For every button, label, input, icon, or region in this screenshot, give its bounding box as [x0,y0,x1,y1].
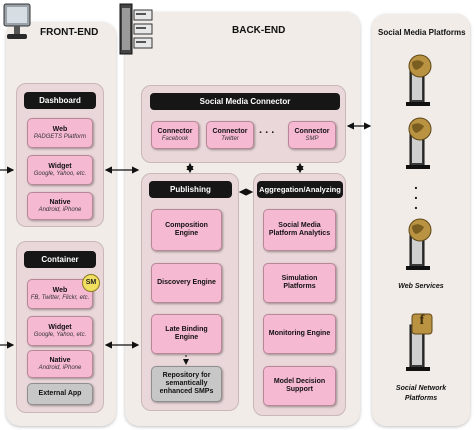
server-icon [119,3,153,55]
social-network-caption-line2: Platforms [404,395,438,402]
container-native-title: Native [49,356,71,364]
repository-line2: semantically [165,380,208,388]
model-decision-line2: Support [286,386,313,393]
web-services-caption: Web Services [398,283,444,290]
late-binding-engine-line2: Engine [174,334,199,341]
globe-server-icon [406,54,432,106]
globe-server-icon [406,117,432,169]
dashboard-web-title: Web [52,125,68,133]
simulation-line1: Simulation [281,275,318,283]
sm-badge-icon [82,274,100,292]
simulation-line2: Platforms [283,283,316,290]
back-end-header: BACK-END [232,25,286,36]
monitoring-engine-box: Monitoring Engine [263,314,336,354]
platforms-dot-3: . [414,196,418,212]
globe-server-icon [406,218,432,270]
connector-smp-box: Connector SMP [288,121,336,149]
analytics-box: Social Media Platform Analytics [263,209,336,251]
container-web-sub: FB, Twitter, Flickr, etc. [30,294,90,301]
container-title: Container [24,251,96,268]
model-decision-box: Model Decision Support [263,366,336,406]
composition-engine-box: Composition Engine [151,209,222,251]
connector-panel-title: Social Media Connector [150,93,340,110]
repository-line3: enhanced SMPs [159,387,214,395]
external-app-box: External App [27,383,93,405]
model-decision-line1: Model Decision [273,378,326,386]
container-native-sub: Android, iPhone [38,364,82,371]
external-app-label: External App [38,390,82,398]
monitoring-engine-line1: Monitoring Engine [268,330,331,338]
connector-smp-sub: SMP [305,135,319,142]
dashboard-native-title: Native [49,198,71,206]
dashboard-widget-box: Widget Google, Yahoo, etc. [27,155,93,185]
late-binding-engine-line1: Late Binding [165,326,208,334]
sm-badge-label: SM [85,279,97,286]
dashboard-widget-sub: Google, Yahoo, etc. [33,170,87,177]
dashboard-widget-title: Widget [48,162,72,170]
platforms-dot-1: . [414,176,418,192]
facebook-logo-letter: f [419,313,425,328]
analytics-line1: Social Media [278,222,321,230]
monitor-icon [3,3,31,39]
social-media-platforms-header: Social Media Platforms [378,28,466,37]
container-web-box: Web FB, Twitter, Flickr, etc. [27,279,93,309]
publishing-title: Publishing [149,181,232,198]
connector-ellipsis: . . . [259,124,275,136]
dashboard-title: Dashboard [24,92,96,109]
dashboard-native-sub: Android, iPhone [38,206,82,213]
late-binding-engine-box: Late Binding Engine [151,314,222,354]
connector-facebook-sub: Facebook [161,135,189,142]
simulation-box: Simulation Platforms [263,263,336,303]
facebook-server-icon [406,313,433,371]
container-widget-title: Widget [48,323,72,331]
platforms-dot-2: . [414,186,418,202]
social-network-caption-line1: Social Network [395,385,447,392]
composition-engine-line2: Engine [174,230,199,237]
connector-twitter-box: Connector Twitter [206,121,254,149]
analytics-line2: Platform Analytics [268,230,331,237]
container-widget-box: Widget Google, Yahoo, etc. [27,316,93,346]
dashboard-web-box: Web PADGETS Platform [27,118,93,148]
repository-box: Repository for semantically enhanced SMP… [151,366,222,402]
connector-twitter-title: Connector [212,127,248,135]
aggregation-title: Aggregation/Analyzing [257,181,343,198]
connector-twitter-sub: Twitter [221,135,239,142]
container-web-title: Web [52,286,68,294]
discovery-engine-line1: Discovery Engine [157,279,216,287]
dashboard-web-sub: PADGETS Platform [33,133,87,140]
repository-line1: Repository for [162,372,211,380]
composition-engine-line1: Composition [165,222,208,230]
connector-facebook-box: Connector Facebook [151,121,199,149]
dashboard-native-box: Native Android, iPhone [27,192,93,220]
container-widget-sub: Google, Yahoo, etc. [33,331,87,338]
discovery-engine-box: Discovery Engine [151,263,222,303]
container-native-box: Native Android, iPhone [27,350,93,378]
connector-smp-title: Connector [294,127,330,135]
front-end-header: FRONT-END [40,27,99,38]
connector-facebook-title: Connector [157,127,193,135]
